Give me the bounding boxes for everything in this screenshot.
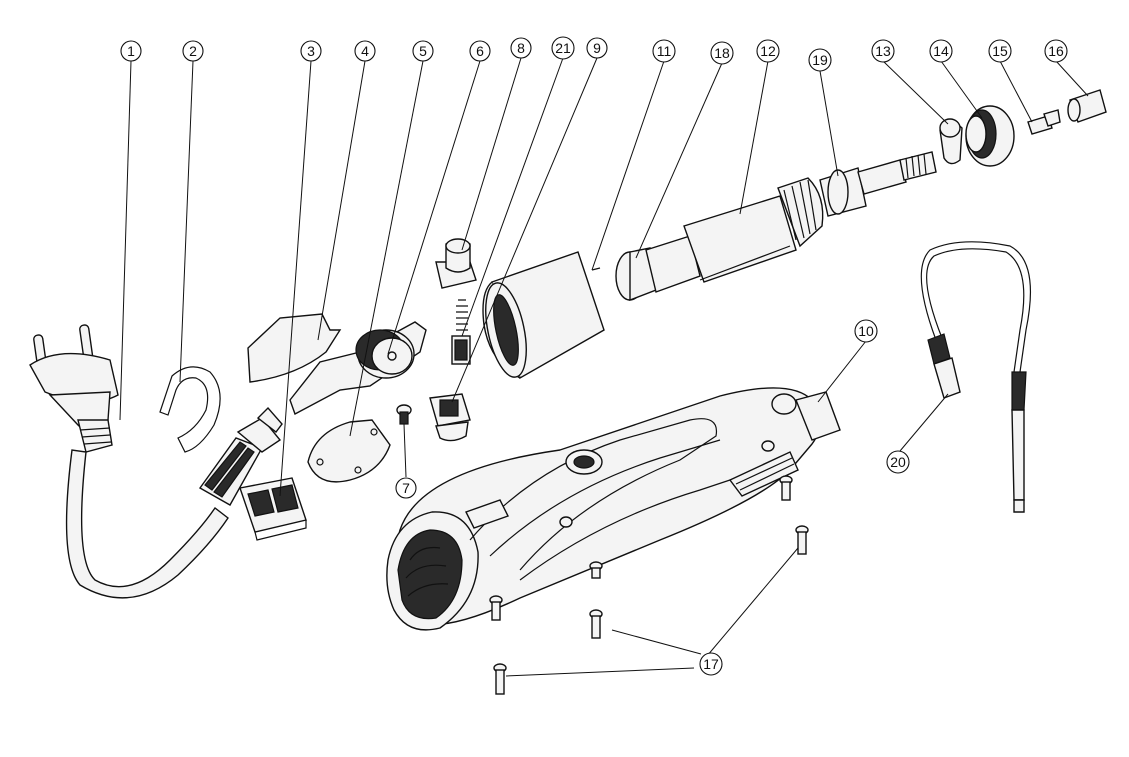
- svg-text:5: 5: [419, 43, 427, 59]
- part-shaft-lock: [939, 118, 963, 165]
- part-collet-nut: [1067, 89, 1107, 123]
- leader-lines: [119, 57, 1089, 677]
- callout-9: 9: [586, 37, 608, 59]
- callout-10: 10: [854, 319, 878, 343]
- svg-text:2: 2: [189, 43, 197, 59]
- part-switch-block: [239, 477, 307, 541]
- callout-13: 13: [871, 39, 895, 63]
- svg-text:3: 3: [307, 43, 315, 59]
- callout-16: 16: [1044, 39, 1068, 63]
- svg-text:14: 14: [933, 43, 949, 59]
- part-rear-bearing: [615, 247, 657, 302]
- callout-11: 11: [652, 39, 676, 63]
- part-switch-plate: [307, 419, 391, 483]
- callout-4: 4: [354, 40, 376, 62]
- callout-3: 3: [300, 40, 322, 62]
- svg-text:20: 20: [890, 454, 906, 470]
- svg-text:7: 7: [402, 480, 410, 496]
- svg-text:19: 19: [812, 52, 828, 68]
- svg-text:10: 10: [858, 323, 874, 339]
- part-armature: [645, 151, 937, 293]
- part-small-screw: [396, 404, 412, 425]
- part-front-bearing: [827, 169, 849, 215]
- part-wire-clip: [159, 366, 221, 453]
- callout-19: 19: [808, 48, 832, 72]
- svg-text:9: 9: [593, 40, 601, 56]
- callout-20: 20: [886, 450, 910, 474]
- part-capacitor: [435, 238, 477, 289]
- callout-2: 2: [182, 40, 204, 62]
- part-stator-housing: [482, 251, 605, 380]
- part-carbon-brush: [451, 299, 471, 365]
- callout-17: 17: [699, 652, 723, 676]
- part-pcb-plate: [247, 313, 342, 383]
- svg-text:15: 15: [992, 43, 1008, 59]
- callout-14: 14: [929, 39, 953, 63]
- svg-text:18: 18: [714, 45, 730, 61]
- callout-5: 5: [412, 40, 434, 62]
- svg-text:12: 12: [760, 43, 776, 59]
- svg-text:6: 6: [476, 43, 484, 59]
- svg-text:4: 4: [361, 43, 369, 59]
- svg-text:11: 11: [657, 43, 672, 59]
- svg-text:16: 16: [1048, 43, 1064, 59]
- part-flexible-shaft: [920, 241, 1032, 513]
- callout-8: 8: [510, 37, 532, 59]
- svg-text:1: 1: [127, 43, 135, 59]
- callout-1: 1: [120, 40, 142, 62]
- part-tool-housing: [386, 387, 841, 631]
- callout-21: 21: [551, 36, 575, 60]
- svg-text:8: 8: [517, 40, 525, 56]
- callout-12: 12: [756, 39, 780, 63]
- part-housing-cap: [965, 105, 1015, 167]
- callout-7: 7: [395, 477, 417, 499]
- svg-text:17: 17: [703, 656, 719, 672]
- part-housing-screws: [489, 475, 809, 695]
- part-cord-strain-relief: [198, 406, 283, 506]
- callout-15: 15: [988, 39, 1012, 63]
- part-plug-cord: [29, 324, 229, 599]
- part-brush-holder: [429, 393, 471, 442]
- svg-text:21: 21: [555, 40, 571, 56]
- callout-18: 18: [710, 41, 734, 65]
- svg-text:13: 13: [875, 43, 891, 59]
- part-collet: [1027, 109, 1061, 135]
- callout-6: 6: [469, 40, 491, 62]
